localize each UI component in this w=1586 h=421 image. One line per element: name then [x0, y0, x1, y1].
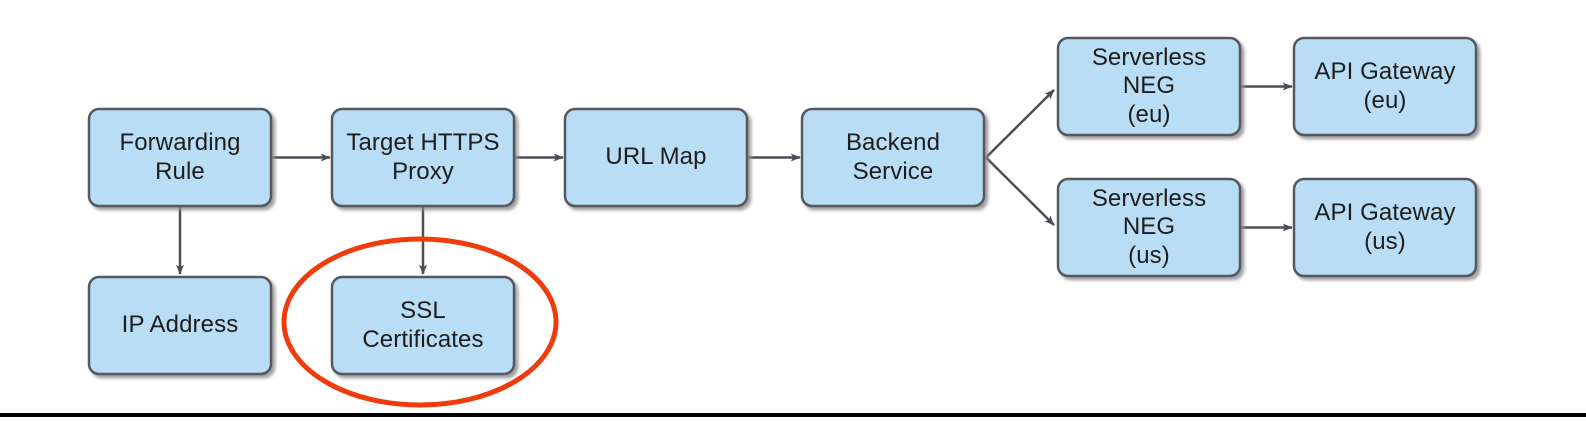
node-api-gateway-eu[interactable]: API Gateway (eu)	[1294, 38, 1476, 135]
node-label-ssl-certificates: SSL Certificates	[362, 297, 484, 353]
node-label-backend-service: Backend Service	[845, 129, 941, 185]
node-ssl-certificates[interactable]: SSL Certificates	[332, 277, 514, 374]
node-label-ip-address: IP Address	[121, 311, 239, 339]
node-label-serverless-neg-eu: Serverless NEG (eu)	[1091, 44, 1207, 128]
node-label-forwarding-rule: Forwarding Rule	[119, 129, 241, 185]
edge-backend-service-to-serverless-neg-us	[985, 156, 1055, 226]
node-serverless-neg-us[interactable]: Serverless NEG (us)	[1058, 179, 1240, 276]
node-shape-group	[87, 36, 1478, 376]
node-serverless-neg-eu[interactable]: Serverless NEG (eu)	[1058, 38, 1240, 135]
node-label-api-gateway-us: API Gateway (us)	[1314, 199, 1456, 255]
node-url-map[interactable]: URL Map	[565, 109, 747, 206]
node-label-serverless-neg-us: Serverless NEG (us)	[1091, 185, 1207, 269]
edge-backend-service-to-serverless-neg-eu	[985, 89, 1055, 159]
bottom-divider	[0, 413, 1586, 417]
node-label-target-https-proxy: Target HTTPS Proxy	[346, 129, 500, 185]
node-target-https-proxy[interactable]: Target HTTPS Proxy	[332, 109, 514, 206]
node-label-api-gateway-eu: API Gateway (eu)	[1314, 58, 1456, 114]
node-forwarding-rule[interactable]: Forwarding Rule	[89, 109, 271, 206]
node-ip-address[interactable]: IP Address	[89, 277, 271, 374]
node-backend-service[interactable]: Backend Service	[802, 109, 984, 206]
node-api-gateway-us[interactable]: API Gateway (us)	[1294, 179, 1476, 276]
node-label-url-map: URL Map	[605, 143, 707, 171]
